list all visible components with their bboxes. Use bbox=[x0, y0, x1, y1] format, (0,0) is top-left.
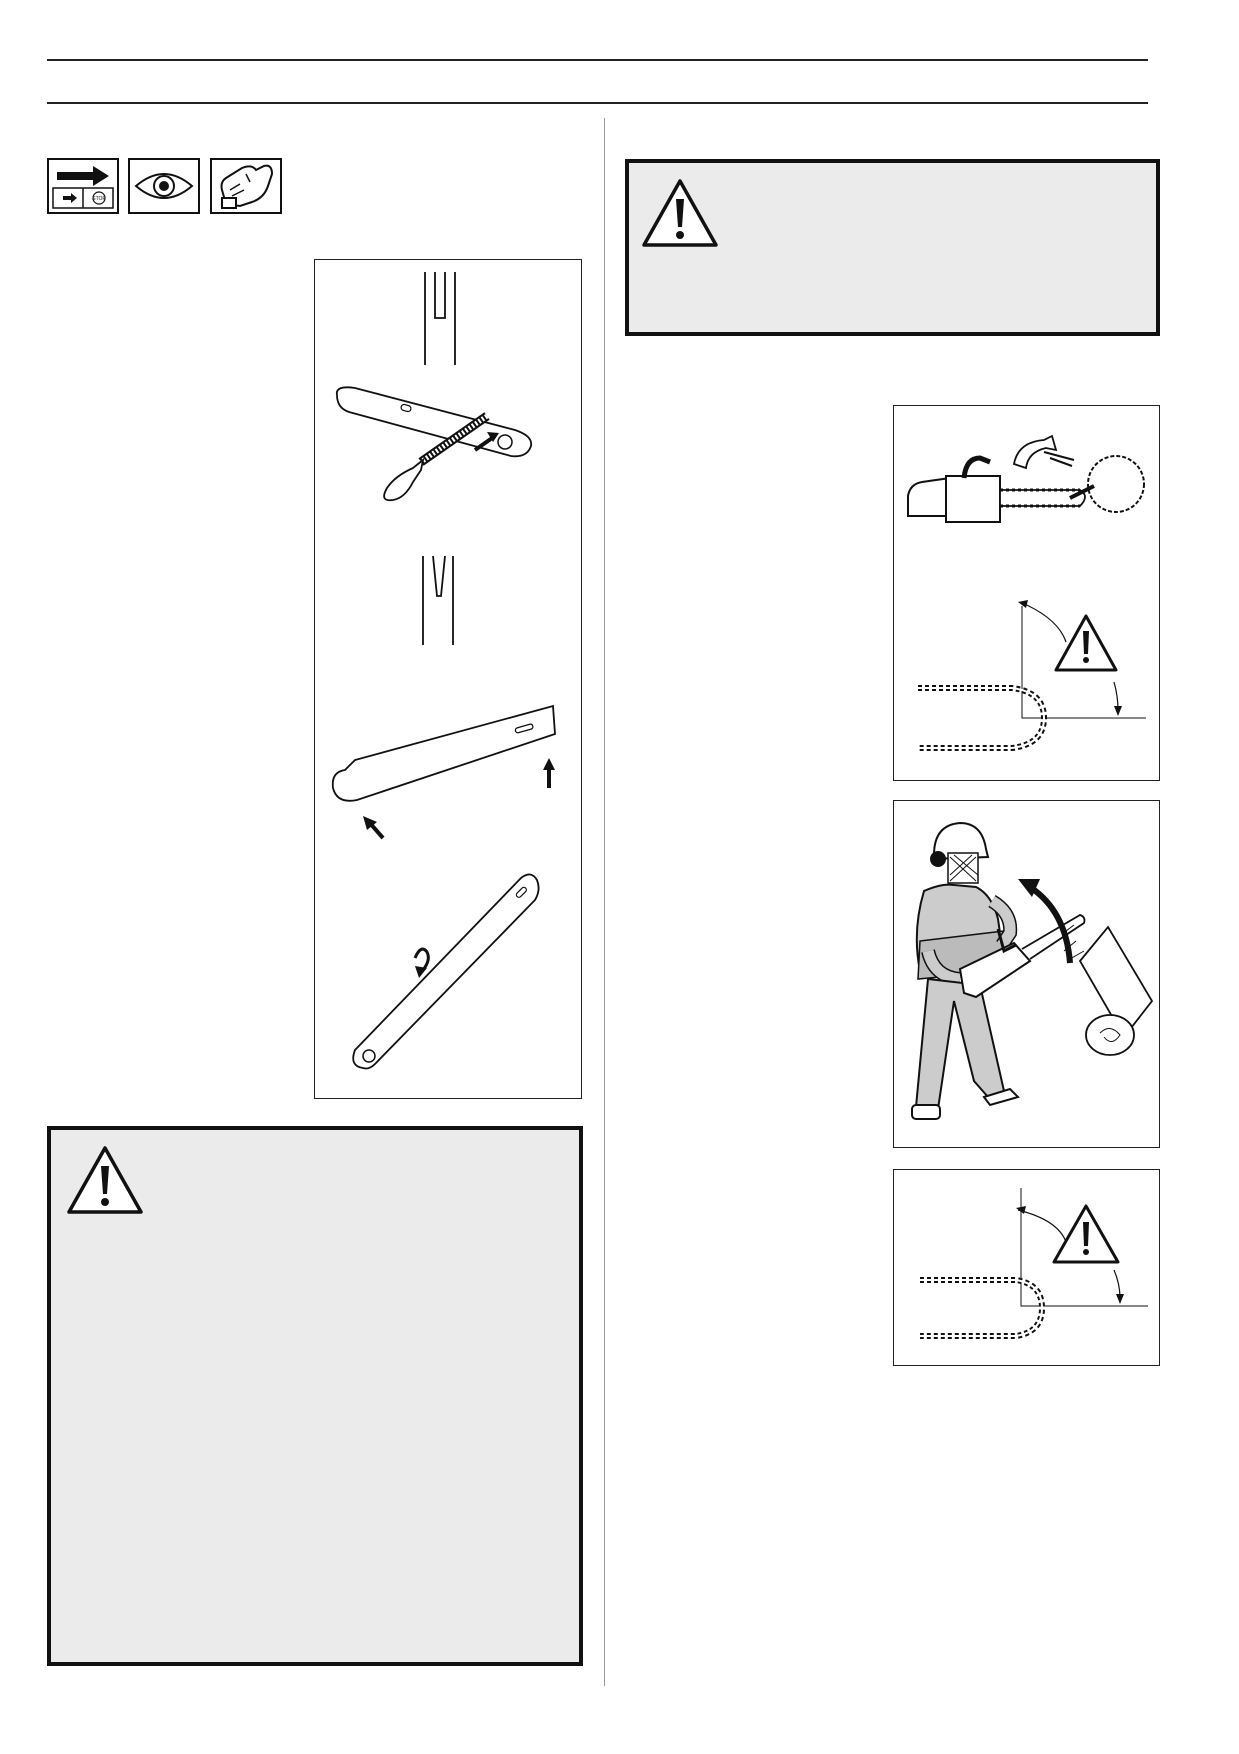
bar-turning bbox=[352, 873, 540, 1070]
kickback-angle bbox=[918, 600, 1146, 751]
eye-protection-icon bbox=[128, 158, 200, 214]
kickback-figure bbox=[893, 405, 1160, 781]
warning-box-right bbox=[625, 159, 1160, 336]
glove-icon bbox=[210, 158, 282, 214]
bar-file-dressing bbox=[335, 386, 533, 502]
stop-switch-icon: STOP bbox=[47, 158, 119, 214]
column-divider bbox=[604, 118, 605, 1686]
bar-groove-correct bbox=[422, 555, 454, 645]
warning-triangle-icon bbox=[642, 179, 718, 247]
warning-box-left bbox=[47, 1126, 583, 1666]
operator-kickback-figure bbox=[893, 800, 1160, 1148]
bar-groove-worn bbox=[424, 272, 456, 365]
kickback-angle-reduced bbox=[920, 1188, 1148, 1339]
kickback-angle-figure bbox=[893, 1169, 1160, 1366]
header-top-rule bbox=[47, 59, 1148, 61]
operator-kickback bbox=[911, 821, 1154, 1120]
header-bottom-rule bbox=[47, 102, 1148, 104]
warning-triangle-icon bbox=[67, 1146, 143, 1214]
bar-oil-holes bbox=[331, 704, 556, 840]
bar-maintenance-figure bbox=[314, 259, 582, 1099]
stop-label: STOP bbox=[92, 196, 106, 202]
kickback-zone bbox=[907, 434, 1145, 523]
